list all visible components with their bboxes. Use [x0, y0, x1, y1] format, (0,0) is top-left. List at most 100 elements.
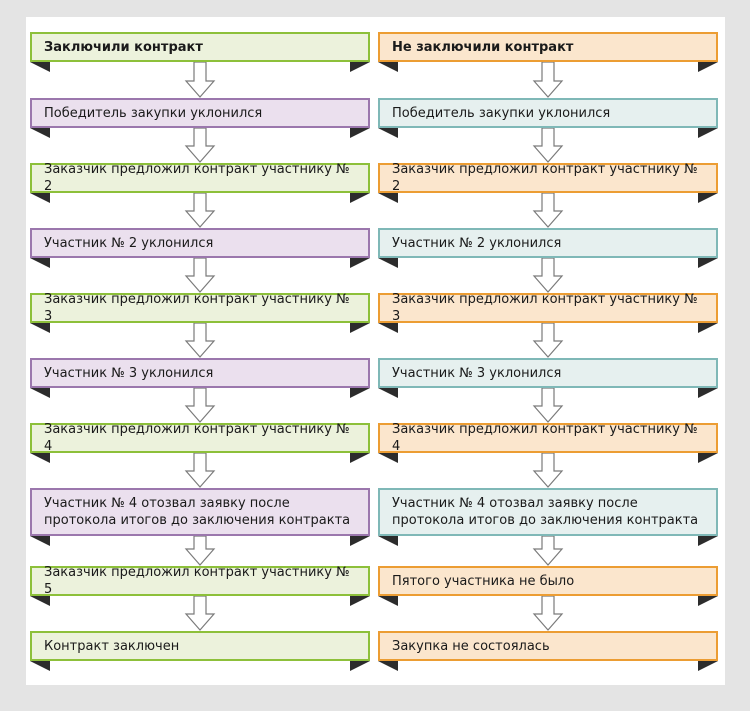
ribbon-tab-left: [30, 323, 50, 333]
ribbon-tab-right: [350, 62, 370, 72]
ribbon-tab-right: [350, 388, 370, 398]
ribbon-tab-right: [698, 388, 718, 398]
step-label: Заказчик предложил контракт участнику № …: [44, 162, 350, 194]
ribbon-tab-right: [350, 453, 370, 463]
flow-arrow-icon: [532, 536, 564, 566]
step-label: Участник № 2 уклонился: [44, 235, 214, 251]
flow-arrow-icon: [532, 258, 564, 293]
ribbon-tab-right: [350, 536, 370, 546]
step-label: Победитель закупки уклонился: [44, 105, 263, 121]
step-label: Участник № 4 отозвал заявку после проток…: [392, 496, 699, 528]
ribbon-tab-left: [378, 661, 398, 671]
flow-arrow-icon: [532, 193, 564, 228]
step-label: Участник № 2 уклонился: [392, 235, 562, 251]
flow-arrow-icon: [532, 62, 564, 98]
step-box: Не заключили контракт: [378, 32, 718, 62]
step-label: Заключили контракт: [44, 39, 203, 55]
ribbon-tab-right: [698, 661, 718, 671]
ribbon-tab-left: [378, 453, 398, 463]
flow-arrow-icon: [184, 536, 216, 566]
flow-arrow-icon: [532, 388, 564, 423]
ribbon-tab-right: [698, 596, 718, 606]
flow-arrow-icon: [532, 128, 564, 163]
step-box: Контракт заключен: [30, 631, 370, 661]
step-box: Заказчик предложил контракт участнику № …: [30, 422, 370, 454]
step-label: Участник № 3 уклонился: [44, 365, 214, 381]
step-box: Закупка не состоялась: [378, 631, 718, 661]
flow-arrow-icon: [184, 128, 216, 163]
step-label: Победитель закупки уклонился: [392, 105, 611, 121]
ribbon-tab-right: [698, 453, 718, 463]
ribbon-tab-left: [378, 323, 398, 333]
ribbon-tab-left: [378, 536, 398, 546]
flow-arrow-icon: [184, 323, 216, 358]
ribbon-tab-right: [350, 323, 370, 333]
step-label: Заказчик предложил контракт участнику № …: [392, 162, 698, 194]
flow-arrow-icon: [184, 193, 216, 228]
step-label: Заказчик предложил контракт участнику № …: [392, 422, 698, 454]
ribbon-tab-left: [30, 258, 50, 268]
step-label: Заказчик предложил контракт участнику № …: [44, 565, 350, 597]
ribbon-tab-right: [698, 536, 718, 546]
ribbon-tab-left: [30, 128, 50, 138]
step-box: Победитель закупки уклонился: [30, 98, 370, 128]
step-box: Заказчик предложил контракт участнику № …: [30, 162, 370, 194]
ribbon-tab-left: [378, 596, 398, 606]
ribbon-tab-left: [30, 596, 50, 606]
step-box: Участник № 4 отозвал заявку после проток…: [30, 488, 370, 536]
step-box: Заказчик предложил контракт участнику № …: [378, 162, 718, 194]
flow-arrow-icon: [532, 453, 564, 488]
flow-arrow-icon: [184, 388, 216, 423]
flow-arrow-icon: [184, 596, 216, 631]
step-box: Заказчик предложил контракт участнику № …: [30, 565, 370, 597]
step-box: Участник № 3 уклонился: [378, 358, 718, 388]
ribbon-tab-right: [350, 128, 370, 138]
ribbon-tab-right: [350, 596, 370, 606]
step-box: Пятого участника не было: [378, 566, 718, 596]
ribbon-tab-right: [698, 128, 718, 138]
step-label: Закупка не состоялась: [392, 638, 550, 654]
ribbon-tab-right: [698, 323, 718, 333]
ribbon-tab-left: [378, 193, 398, 203]
step-box: Заказчик предложил контракт участнику № …: [378, 292, 718, 324]
flow-arrow-icon: [532, 596, 564, 631]
flow-arrow-icon: [532, 323, 564, 358]
ribbon-tab-left: [378, 128, 398, 138]
step-box: Участник № 3 уклонился: [30, 358, 370, 388]
ribbon-tab-left: [378, 388, 398, 398]
step-box: Участник № 4 отозвал заявку после проток…: [378, 488, 718, 536]
ribbon-tab-right: [698, 193, 718, 203]
ribbon-tab-left: [30, 388, 50, 398]
step-label: Участник № 3 уклонился: [392, 365, 562, 381]
ribbon-tab-right: [350, 661, 370, 671]
ribbon-tab-right: [698, 258, 718, 268]
step-box: Заказчик предложил контракт участнику № …: [30, 292, 370, 324]
ribbon-tab-right: [350, 193, 370, 203]
ribbon-tab-left: [30, 661, 50, 671]
ribbon-tab-right: [350, 258, 370, 268]
step-label: Не заключили контракт: [392, 39, 574, 55]
ribbon-tab-left: [30, 193, 50, 203]
step-label: Контракт заключен: [44, 638, 180, 654]
flow-arrow-icon: [184, 62, 216, 98]
step-label: Заказчик предложил контракт участнику № …: [44, 422, 350, 454]
step-label: Заказчик предложил контракт участнику № …: [392, 292, 698, 324]
step-label: Участник № 4 отозвал заявку после проток…: [44, 496, 351, 528]
step-box: Участник № 2 уклонился: [378, 228, 718, 258]
ribbon-tab-left: [378, 258, 398, 268]
step-label: Заказчик предложил контракт участнику № …: [44, 292, 350, 324]
step-box: Победитель закупки уклонился: [378, 98, 718, 128]
step-box: Заключили контракт: [30, 32, 370, 62]
ribbon-tab-left: [378, 62, 398, 72]
step-box: Заказчик предложил контракт участнику № …: [378, 422, 718, 454]
ribbon-tab-left: [30, 453, 50, 463]
flow-arrow-icon: [184, 258, 216, 293]
flow-arrow-icon: [184, 453, 216, 488]
step-box: Участник № 2 уклонился: [30, 228, 370, 258]
step-label: Пятого участника не было: [392, 573, 575, 589]
ribbon-tab-right: [698, 62, 718, 72]
ribbon-tab-left: [30, 536, 50, 546]
